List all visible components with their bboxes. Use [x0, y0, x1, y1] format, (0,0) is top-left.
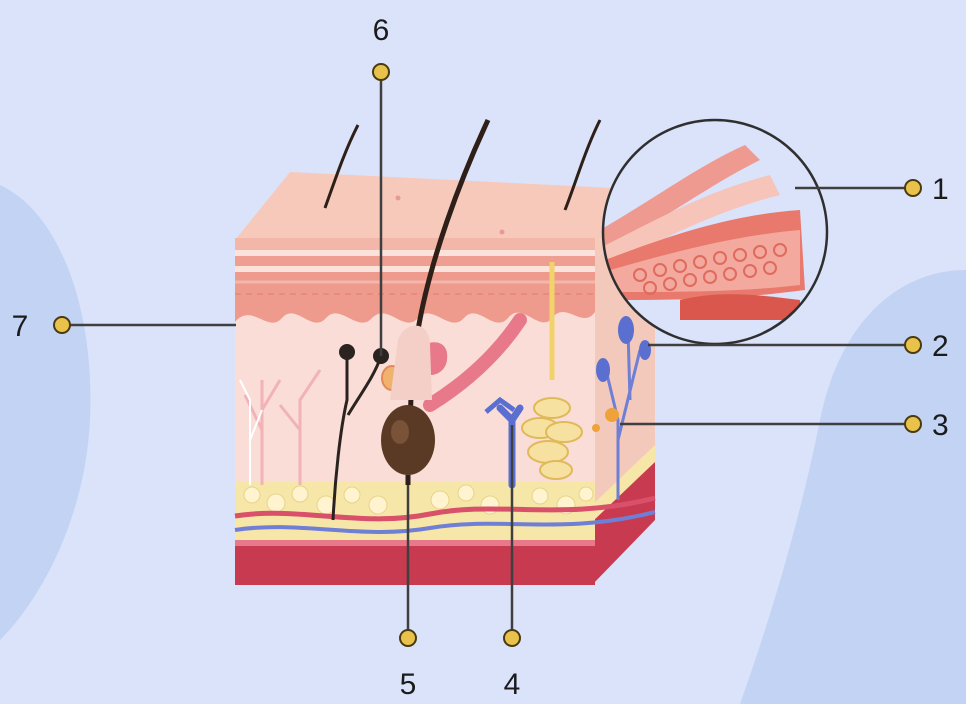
label-2: 2 [932, 330, 949, 363]
label-1: 1 [932, 173, 949, 206]
marker-4 [504, 630, 520, 646]
hair-bulb [381, 405, 435, 475]
label-6: 6 [373, 14, 390, 47]
marker-7 [54, 317, 70, 333]
marker-5 [400, 630, 416, 646]
marker-1 [905, 180, 921, 196]
muscle-layer [235, 540, 595, 585]
label-3: 3 [932, 409, 949, 442]
label-4: 4 [504, 668, 521, 701]
label-7: 7 [12, 310, 29, 343]
skin-block [235, 120, 655, 585]
label-5: 5 [400, 668, 417, 701]
marker-2 [905, 337, 921, 353]
background-blob-left [0, 185, 90, 640]
marker-3 [905, 416, 921, 432]
marker-6 [373, 64, 389, 80]
